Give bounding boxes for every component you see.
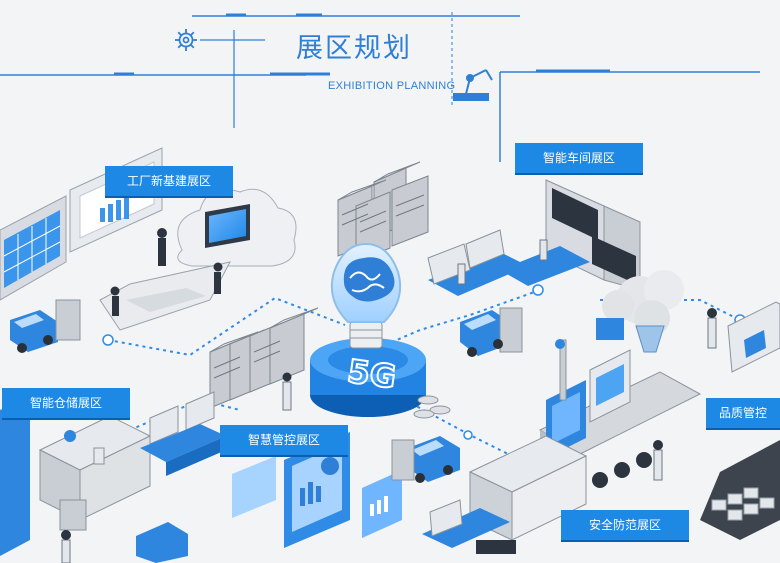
forklift-bottom <box>391 436 460 483</box>
barrels <box>413 395 451 419</box>
page-subtitle: EXHIBITION PLANNING <box>328 80 456 92</box>
control-zone-art <box>140 391 402 548</box>
forklift-left <box>10 299 81 353</box>
workshop-zone-art <box>427 179 641 296</box>
header-decor-lines <box>0 12 760 162</box>
center-server-racks <box>337 161 429 263</box>
zone-label-quality[interactable]: 品质管控 <box>706 398 780 428</box>
zone-label-workshop[interactable]: 智能车间展区 <box>515 143 643 173</box>
page-title: 展区规划 <box>296 33 412 64</box>
zone-label-warehouse[interactable]: 智能仓储展区 <box>2 388 130 418</box>
zone-label-factory[interactable]: 工厂新基建展区 <box>105 166 233 196</box>
forklift-center <box>460 307 523 357</box>
5g-pedestal <box>310 338 426 417</box>
right-edge-art <box>653 301 780 540</box>
zone-label-control[interactable]: 智慧管控展区 <box>220 425 348 455</box>
control-server-racks <box>209 307 319 411</box>
gear-icon <box>175 29 197 51</box>
robot-arm-icon <box>453 69 493 101</box>
5g-badge: 5G <box>345 352 398 396</box>
zone-label-safety[interactable]: 安全防范展区 <box>561 510 689 540</box>
brain-bulb <box>330 242 402 349</box>
smoke-cloud <box>596 270 684 353</box>
factory-zone-art <box>0 147 297 331</box>
warehouse-zone-art <box>0 396 188 563</box>
bottom-desk <box>422 499 516 554</box>
